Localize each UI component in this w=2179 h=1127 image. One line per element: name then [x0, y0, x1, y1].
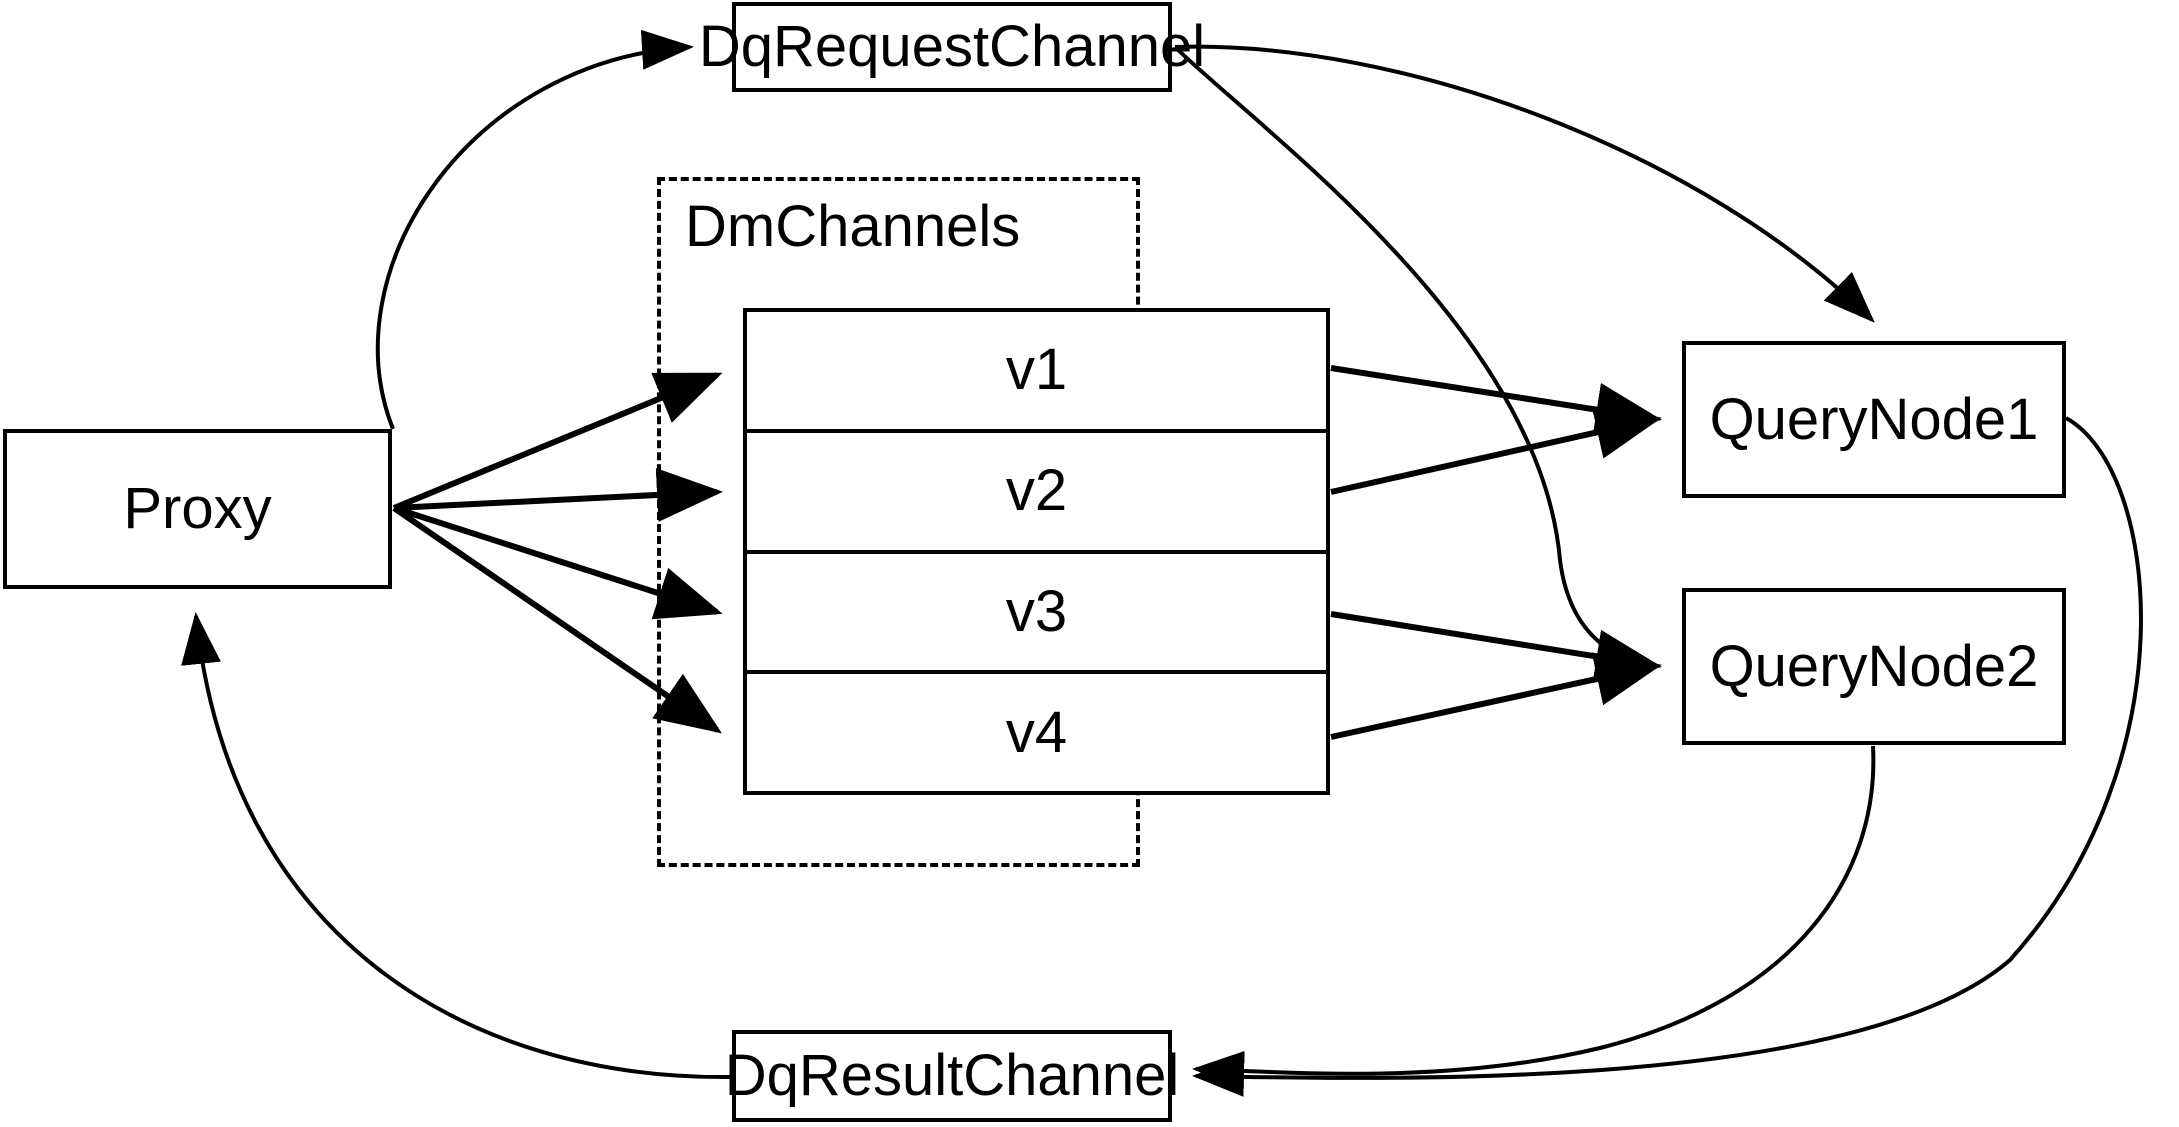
channel-row-label: v2	[1005, 458, 1068, 524]
node-proxy-label: Proxy	[123, 476, 272, 541]
node-dq-request-channel-label: DqRequestChannel	[698, 14, 1206, 79]
dm-channels-title: DmChannels	[685, 194, 1021, 259]
node-dq-request-channel[interactable]: DqRequestChannel	[699, 2, 1205, 92]
node-query-node-1[interactable]: QueryNode1	[1682, 341, 2066, 498]
node-query-node-2-label: QueryNode2	[1709, 633, 2039, 699]
dm-channels-table: v1 v2 v3 v4	[743, 308, 1330, 795]
channel-row-label: v1	[1005, 337, 1068, 403]
node-query-node-2[interactable]: QueryNode2	[1682, 588, 2066, 745]
table-row[interactable]: v1	[747, 312, 1326, 433]
node-dq-result-channel-label: DqResultChannel	[724, 1043, 1180, 1108]
table-row[interactable]: v3	[747, 554, 1326, 675]
edge-dq-request-to-querynode1	[1174, 44, 1875, 323]
table-row[interactable]: v4	[747, 674, 1326, 791]
node-query-node-1-label: QueryNode1	[1709, 386, 2039, 452]
edge-proxy-to-dq-request	[375, 29, 694, 430]
edge-v3-to-querynode2	[1330, 611, 1662, 684]
node-proxy[interactable]: Proxy	[3, 429, 392, 589]
edge-dq-result-to-proxy	[181, 612, 732, 1080]
node-dq-result-channel[interactable]: DqResultChannel	[725, 1030, 1179, 1122]
edge-querynode2-to-dq-result	[1192, 745, 1876, 1091]
channel-row-label: v3	[1005, 578, 1068, 644]
edge-v4-to-querynode2	[1330, 652, 1662, 740]
table-row[interactable]: v2	[747, 433, 1326, 554]
edge-v2-to-querynode1	[1330, 405, 1662, 495]
edge-querynode1-to-dq-result	[1192, 416, 2143, 1097]
edge-v1-to-querynode1	[1330, 365, 1662, 437]
channel-row-label: v4	[1005, 699, 1068, 765]
